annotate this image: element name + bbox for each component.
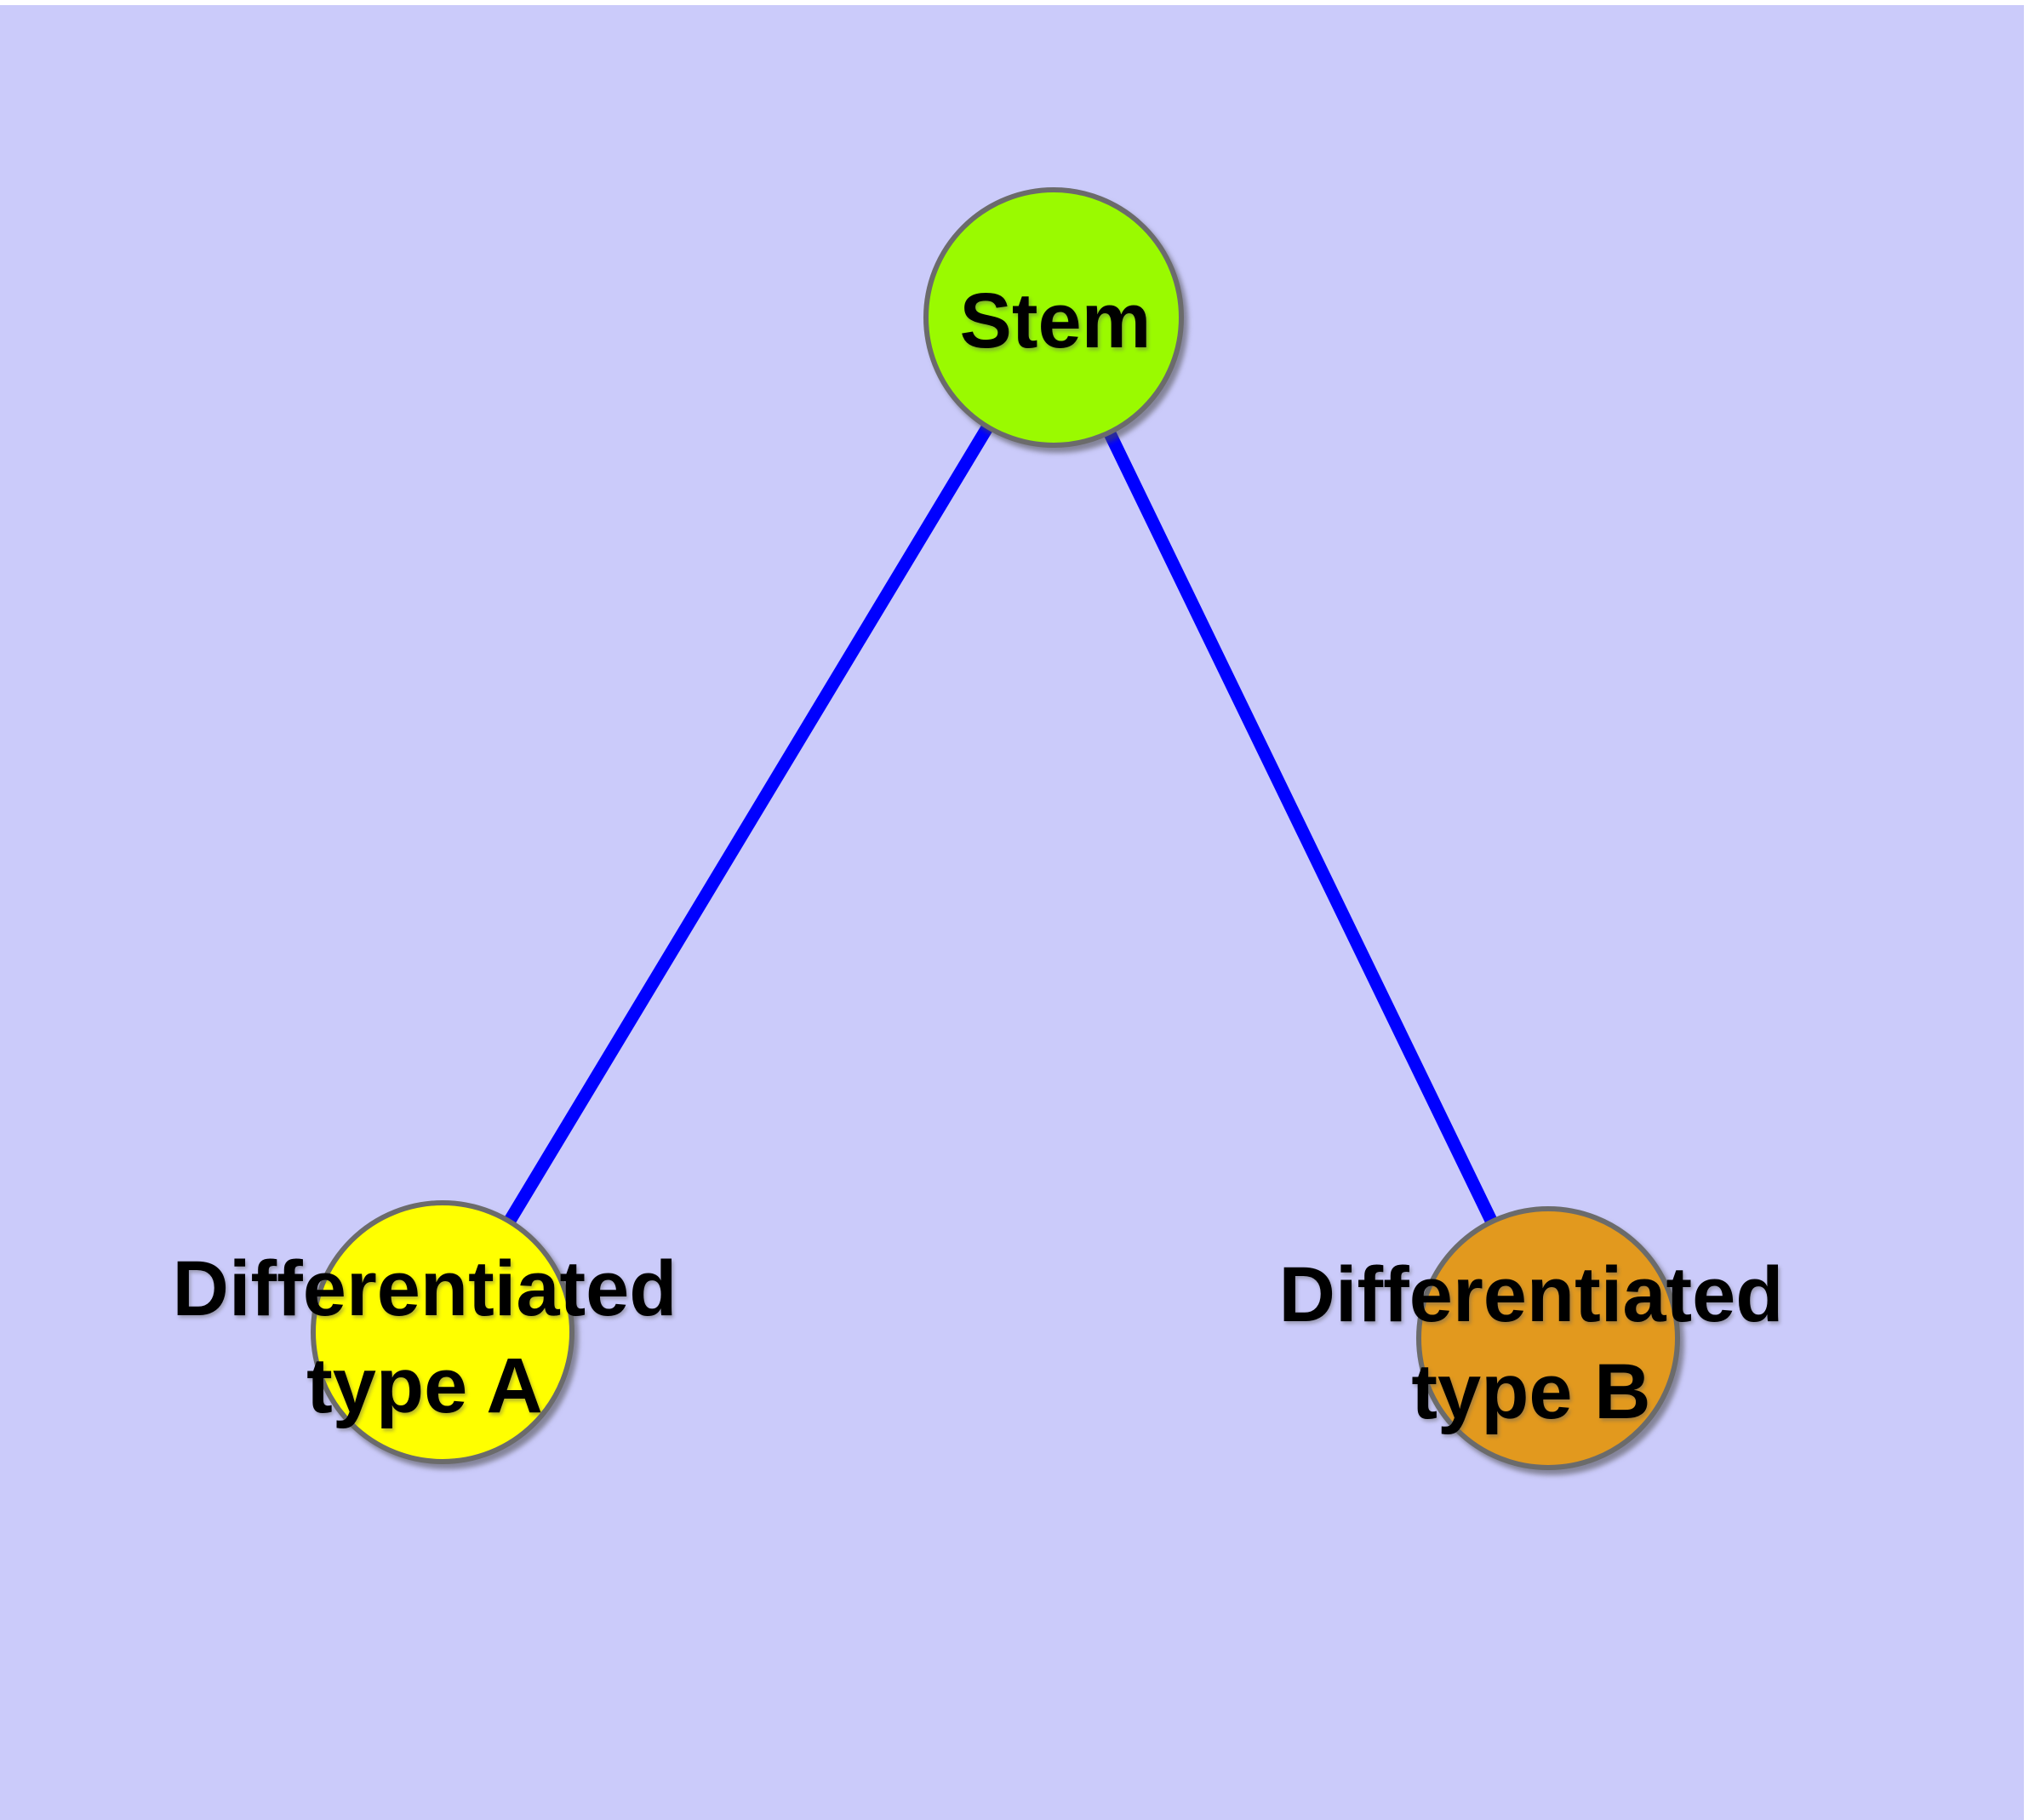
node-stem-circle <box>923 187 1184 448</box>
node-differentiated-type-b-circle <box>1416 1206 1680 1470</box>
node-differentiated-type-a: Differentiated type A <box>173 1200 677 1464</box>
node-differentiated-type-a-label-line2: type A <box>306 1342 543 1429</box>
edge-stem-to-type-b <box>1048 314 1554 1342</box>
edge-stem-to-type-a <box>437 314 1060 1336</box>
node-differentiated-type-b: Differentiated type B <box>1279 1206 1784 1470</box>
node-stem-label: Stem <box>960 278 1152 364</box>
node-differentiated-type-a-circle <box>311 1200 574 1464</box>
node-differentiated-type-b-label-line1: Differentiated <box>1279 1251 1784 1338</box>
node-stem: Stem <box>923 187 1184 448</box>
node-differentiated-type-b-label-line2: type B <box>1411 1348 1650 1435</box>
node-differentiated-type-a-label-line1: Differentiated <box>173 1245 677 1332</box>
